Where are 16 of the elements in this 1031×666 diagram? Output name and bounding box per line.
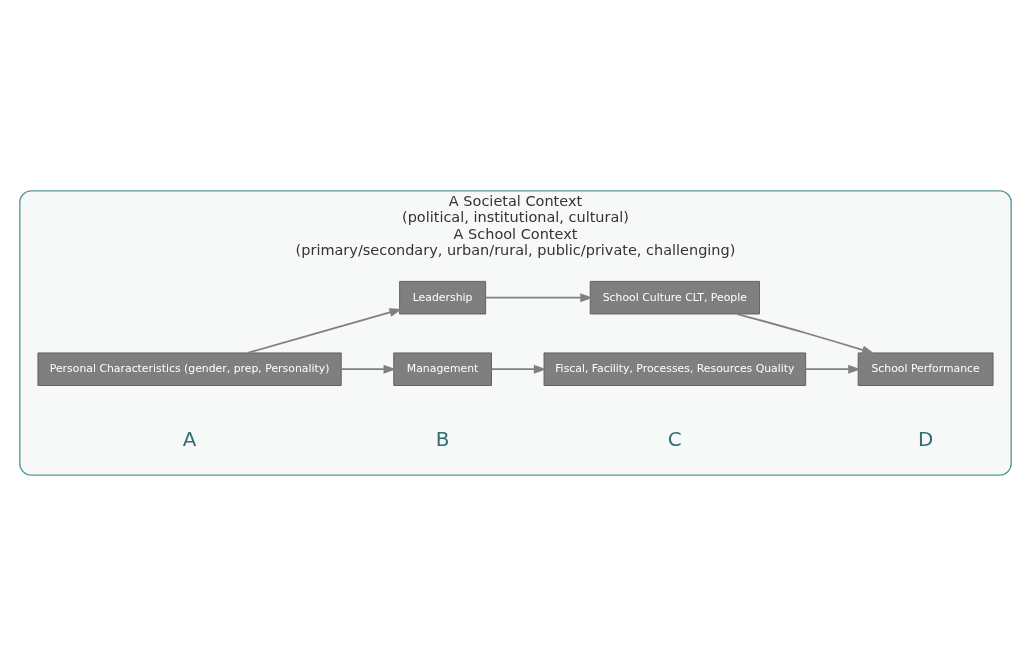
arrow	[804, 364, 861, 374]
node-box: Personal Characteristics (gender, prep, Personality)	[37, 352, 342, 386]
arrow	[246, 308, 403, 354]
arrow	[484, 293, 593, 303]
label: B	[435, 427, 450, 451]
node-box: School Performance	[857, 352, 994, 386]
arrow	[490, 364, 547, 374]
arrow	[736, 313, 875, 355]
node-box: Leadership	[399, 280, 487, 315]
node-box: School Culture CLT, People	[589, 280, 760, 315]
arrow	[340, 364, 397, 374]
node-box: Management	[393, 352, 492, 386]
label: C	[667, 427, 682, 451]
node-box: Fiscal, Facility, Processes, Resources Quality	[543, 352, 807, 386]
label: A	[182, 427, 197, 451]
label: D	[917, 427, 934, 451]
